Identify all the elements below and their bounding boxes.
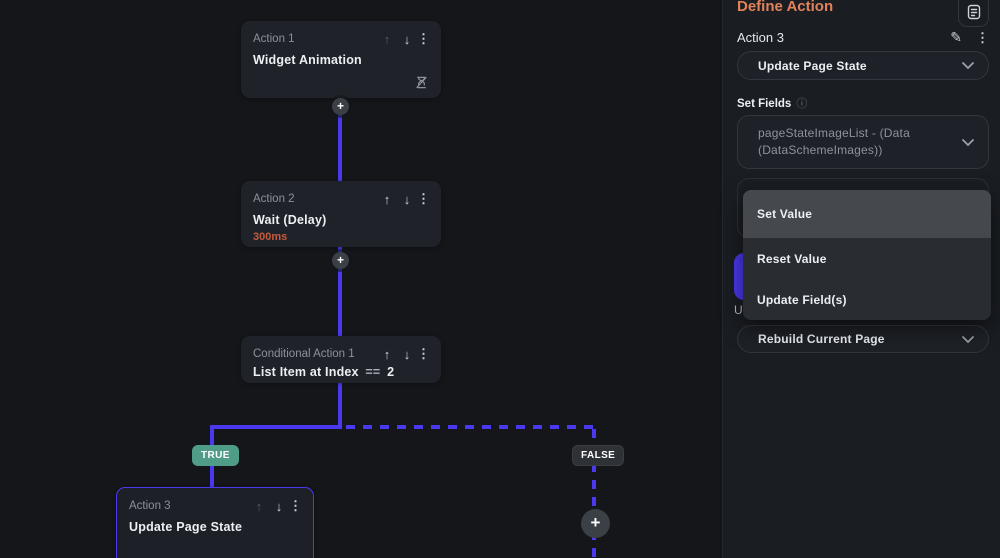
kebab-menu-icon[interactable]: ⋮: [417, 191, 430, 206]
move-up-icon[interactable]: ↑: [383, 346, 391, 362]
action-node-title: Update Page State: [129, 520, 243, 534]
condition-operator: ==: [365, 365, 381, 379]
panel-title: Define Action: [737, 0, 834, 15]
move-up-icon[interactable]: ↑: [383, 31, 391, 47]
field-select-value: pageStateImageList - (Data (DataSchemeIm…: [758, 126, 910, 157]
log-icon: [967, 4, 981, 20]
false-branch-badge: FALSE: [572, 445, 625, 466]
add-action-button[interactable]: +: [332, 252, 349, 269]
menu-item-set-value[interactable]: Set Value: [743, 190, 991, 238]
connector-line: [338, 246, 342, 338]
update-type-value: Rebuild Current Page: [758, 332, 885, 346]
action-node-widget-animation[interactable]: Action 1 ↑ ↓ ⋮ Widget Animation: [241, 21, 441, 98]
move-up-icon[interactable]: ↑: [383, 191, 391, 207]
selected-action-label: Action 3: [737, 30, 784, 45]
action-node-title: Wait (Delay): [253, 213, 327, 227]
conditional-action-node[interactable]: Conditional Action 1 ↑ ↓ ⋮ List Item at …: [241, 336, 441, 383]
info-icon: ⓘ: [796, 98, 808, 110]
action-node-update-page-state[interactable]: Action 3 ↑ ↓ ⋮ Update Page State: [116, 487, 314, 558]
field-action-dropdown-menu: Set Value Reset Value Update Field(s): [743, 190, 991, 320]
edit-pencil-icon[interactable]: ✎: [950, 29, 962, 45]
menu-item-update-fields[interactable]: Update Field(s): [757, 292, 847, 307]
define-action-panel: Define Action Action 3 ✎ ⋮ Update Page S…: [722, 0, 1000, 558]
move-down-icon[interactable]: ↓: [403, 346, 411, 362]
set-fields-text: Set Fields: [737, 98, 792, 110]
set-fields-label: Set Fields ⓘ: [737, 95, 807, 111]
add-action-button-false-branch[interactable]: +: [581, 509, 610, 538]
field-select[interactable]: pageStateImageList - (Data (DataSchemeIm…: [737, 115, 989, 169]
chevron-down-icon: [962, 62, 974, 69]
true-branch-line: [210, 425, 342, 429]
condition-text: List Item at Index: [253, 365, 359, 379]
add-action-button[interactable]: +: [332, 98, 349, 115]
kebab-menu-icon[interactable]: ⋮: [417, 31, 430, 46]
action-node-subtitle: 300ms: [253, 231, 288, 243]
move-down-icon[interactable]: ↓: [275, 498, 283, 514]
move-down-icon[interactable]: ↓: [403, 31, 411, 47]
partially-hidden-label: U: [734, 303, 743, 317]
condition-operand: 2: [387, 365, 395, 379]
move-up-icon[interactable]: ↑: [255, 498, 263, 514]
kebab-menu-icon[interactable]: ⋮: [289, 498, 302, 513]
action-node-label: Action 2: [253, 193, 295, 205]
action-node-label: Conditional Action 1: [253, 348, 355, 360]
action-node-wait-delay[interactable]: Action 2 ↑ ↓ ⋮ Wait (Delay) 300ms: [241, 181, 441, 247]
action-node-title: List Item at Index == 2: [253, 365, 429, 379]
false-branch-line: [592, 429, 596, 558]
action-type-value: Update Page State: [758, 58, 867, 73]
chevron-down-icon: [962, 335, 974, 343]
action-log-button[interactable]: [958, 0, 989, 27]
chevron-down-icon: [962, 138, 974, 146]
kebab-menu-icon[interactable]: ⋮: [417, 346, 430, 361]
false-branch-line: [346, 425, 600, 429]
move-down-icon[interactable]: ↓: [403, 191, 411, 207]
true-branch-badge: TRUE: [192, 445, 239, 466]
action-node-label: Action 1: [253, 33, 295, 45]
menu-item-reset-value[interactable]: Reset Value: [757, 251, 827, 266]
update-type-select[interactable]: Rebuild Current Page: [737, 325, 989, 353]
timer-off-icon: [414, 75, 429, 90]
action-type-select[interactable]: Update Page State: [737, 51, 989, 80]
connector-line: [338, 381, 342, 429]
connector-line: [338, 96, 342, 184]
action-node-title: Widget Animation: [253, 53, 362, 67]
kebab-menu-icon[interactable]: ⋮: [976, 29, 989, 45]
action-node-label: Action 3: [129, 500, 171, 512]
